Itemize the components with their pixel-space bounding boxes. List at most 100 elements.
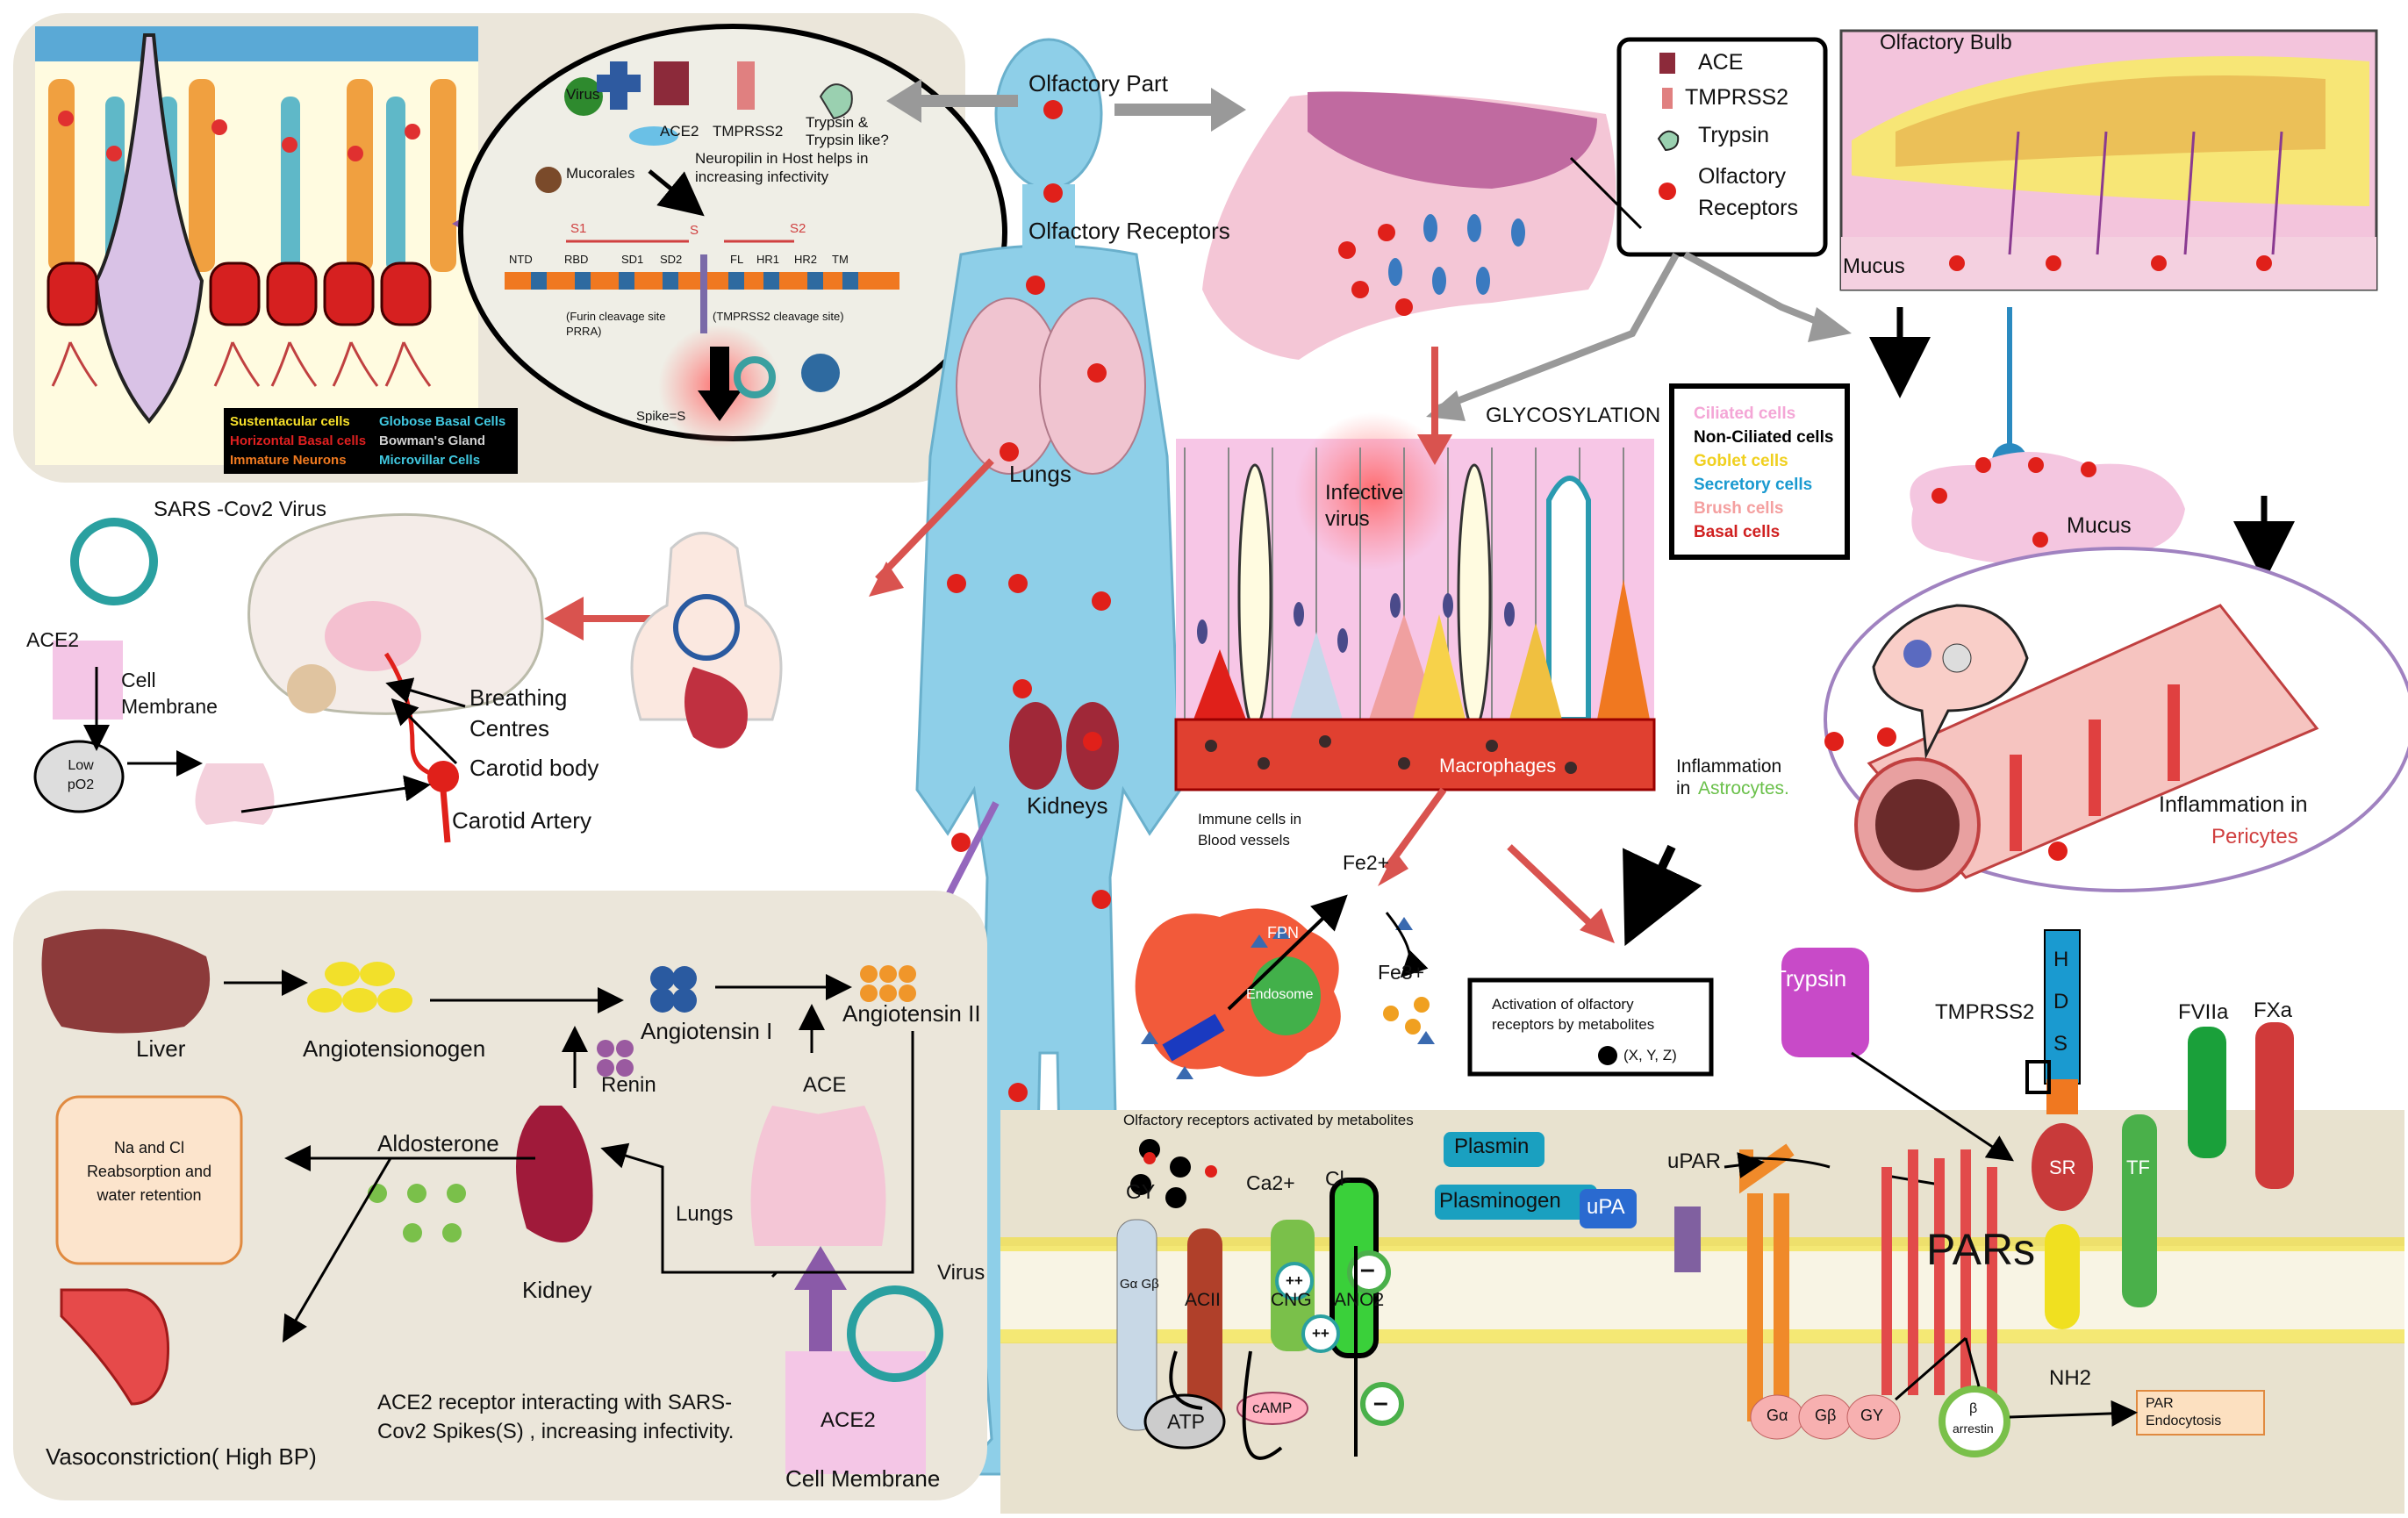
olfactory-part-label: Olfactory Part [1028, 70, 1168, 97]
gb-label: Gβ [1815, 1407, 1837, 1424]
ga-label: Gα [1767, 1407, 1788, 1424]
cell-membrane-raas-label: Cell Membrane [785, 1465, 941, 1492]
respiratory-epithelium [1174, 412, 1656, 791]
ace-raas-label: ACE [803, 1073, 847, 1097]
membrane-header-label: Olfactory receptors activated by metabol… [1123, 1112, 1414, 1128]
na-cl-label: Na and Cl Reabsorption and water retenti… [86, 1139, 212, 1204]
domain-rbd: RBD [564, 253, 589, 266]
nasal-cavity [1202, 91, 1616, 360]
breathing-centres-label: Breathing Centres [469, 684, 568, 741]
ace2-breathing-label: ACE2 [26, 628, 80, 651]
ace2-raas-label: ACE2 [821, 1408, 876, 1432]
activation-box-xyz: (X, Y, Z) [1623, 1047, 1677, 1063]
cell-type-goblet: Goblet cells [1694, 452, 1788, 470]
infective-virus-label: Infective virus [1325, 481, 1404, 531]
domain-hr2: HR2 [794, 253, 818, 266]
angiotensin2-label: Angiotensin II [842, 1000, 981, 1027]
tmprss2-detail-label: TMPRSS2 [713, 123, 784, 140]
cell-type-secretory: Secretory cells [1694, 476, 1813, 494]
immune-cells-label: Immune cells in Blood vessels [1198, 811, 1302, 849]
plus-label-2: ++ [1312, 1325, 1329, 1342]
trypsin-membrane-label: Trypsin [1773, 965, 1847, 992]
fe3-label: Fe3+ [1378, 961, 1425, 984]
s-label: S [690, 223, 699, 238]
fe2-label: Fe2+ [1343, 851, 1390, 874]
macrophages-label: Macrophages [1439, 755, 1557, 777]
upa-label: uPA [1587, 1195, 1625, 1219]
cell-membrane-panel [1000, 929, 2404, 1514]
renin-label: Renin [601, 1073, 656, 1097]
legend-microvillar: Microvillar Cells [379, 453, 481, 468]
domain-tm: TM [832, 253, 849, 266]
arrestin-label: arrestin [1953, 1421, 1994, 1436]
kidneys-label: Kidneys [1027, 792, 1108, 819]
inflammation-astrocytes-label-1: Inflammation [1676, 756, 1782, 777]
ca2-label: Ca2+ [1246, 1171, 1295, 1194]
gy-label: GY [1126, 1180, 1156, 1203]
nose-legend-olfactory-receptors: Olfactory Receptors [1698, 164, 1798, 220]
domain-sd1: SD1 [621, 253, 644, 266]
endosome-label: Endosome [1246, 987, 1314, 1002]
activation-box-text: Activation of olfactory receptors by met… [1492, 996, 1655, 1033]
furin-cleavage-label: (Furin cleavage site PRRA) [566, 310, 666, 338]
upar-label: uPAR [1667, 1149, 1721, 1173]
mucorales-label: Mucorales [566, 165, 635, 182]
astrocytes-label: Astrocytes. [1698, 778, 1789, 798]
cell-type-brush: Brush cells [1694, 499, 1784, 518]
virus-raas-label: Virus [937, 1261, 985, 1285]
cell-membrane-breathing-label: Cell Membrane [121, 669, 218, 718]
mucus-cloud-label: Mucus [2067, 513, 2132, 538]
nh2-label: NH2 [2049, 1366, 2092, 1390]
legend-immature-neurons: Immature Neurons [230, 453, 347, 468]
lungs-label: Lungs [1009, 461, 1071, 487]
plasminogen-label: Plasminogen [1439, 1189, 1561, 1213]
glycosylation-label: GLYCOSYLATION [1486, 404, 1661, 427]
brain-and-breathing [33, 512, 783, 843]
ace2-detail-label: ACE2 [660, 123, 699, 140]
fxa-label: FXa [2254, 999, 2293, 1022]
ano2-label: ANO2 [1334, 1290, 1385, 1310]
carotid-body-label: Carotid body [469, 755, 599, 781]
gy2-label: GY [1860, 1407, 1884, 1424]
aldosterone-label: Aldosterone [377, 1130, 499, 1156]
atp-label: ATP [1167, 1410, 1206, 1433]
legend-sustentacular: Sustentacular cells [230, 414, 350, 429]
inflammation-astrocytes-label-2: in [1676, 778, 1691, 798]
acii-label: ACII [1185, 1290, 1221, 1310]
domain-fl: FL [730, 253, 744, 266]
domain-sd2: SD2 [660, 253, 683, 266]
raas-panel [13, 891, 987, 1500]
cell-type-ciliated: Ciliated cells [1694, 405, 1796, 423]
pericytes-label: Pericytes [2211, 825, 2298, 849]
angiotensinogen-label: Angiotensionogen [303, 1035, 486, 1062]
cell-type-basal: Basal cells [1694, 523, 1781, 541]
pars-label: PARs [1926, 1225, 2036, 1274]
virus-label: Virus [566, 86, 600, 103]
olfactory-epithelium-panel [13, 13, 1007, 483]
fpn-label: FPN [1267, 924, 1299, 942]
neuropilin-label: Neuropilin in Host helps in increasing i… [695, 150, 869, 185]
nose-legend-ace: ACE [1698, 50, 1744, 75]
beta-label: β [1969, 1401, 1978, 1416]
cl-label: Cl- [1325, 1167, 1351, 1190]
spike-label: Spike=S [636, 409, 686, 424]
cell-type-non-ciliated: Non-Ciliated cells [1694, 428, 1834, 447]
macrophage-iron [1135, 894, 1435, 1079]
angiotensin1-label: Angiotensin I [641, 1018, 773, 1044]
cell-types-legend: Ciliated cells Non-Ciliated cells Goblet… [1694, 402, 1852, 544]
camp-label: cAMP [1252, 1400, 1293, 1416]
s1-label: S1 [570, 221, 587, 236]
hds-label: HDS [2053, 948, 2069, 1056]
olfactory-bulb-title: Olfactory Bulb [1880, 31, 2012, 54]
sr-label: SR [2049, 1156, 2076, 1178]
sars-virus-label: SARS -Cov2 Virus [154, 498, 326, 521]
inflammation-pericytes-label: Inflammation in [2159, 792, 2308, 817]
carotid-artery-label: Carotid Artery [452, 807, 591, 834]
tmprss2-cleavage-label: (TMPRSS2 cleavage site) [713, 310, 844, 323]
s2-label: S2 [790, 221, 806, 236]
ga-gb-label: Gα Gβ [1120, 1277, 1159, 1292]
par-endocytosis-label: PAR Endocytosis [2146, 1396, 2222, 1428]
cng-label: CNG [1271, 1290, 1312, 1310]
plasmin-label: Plasmin [1454, 1135, 1530, 1158]
